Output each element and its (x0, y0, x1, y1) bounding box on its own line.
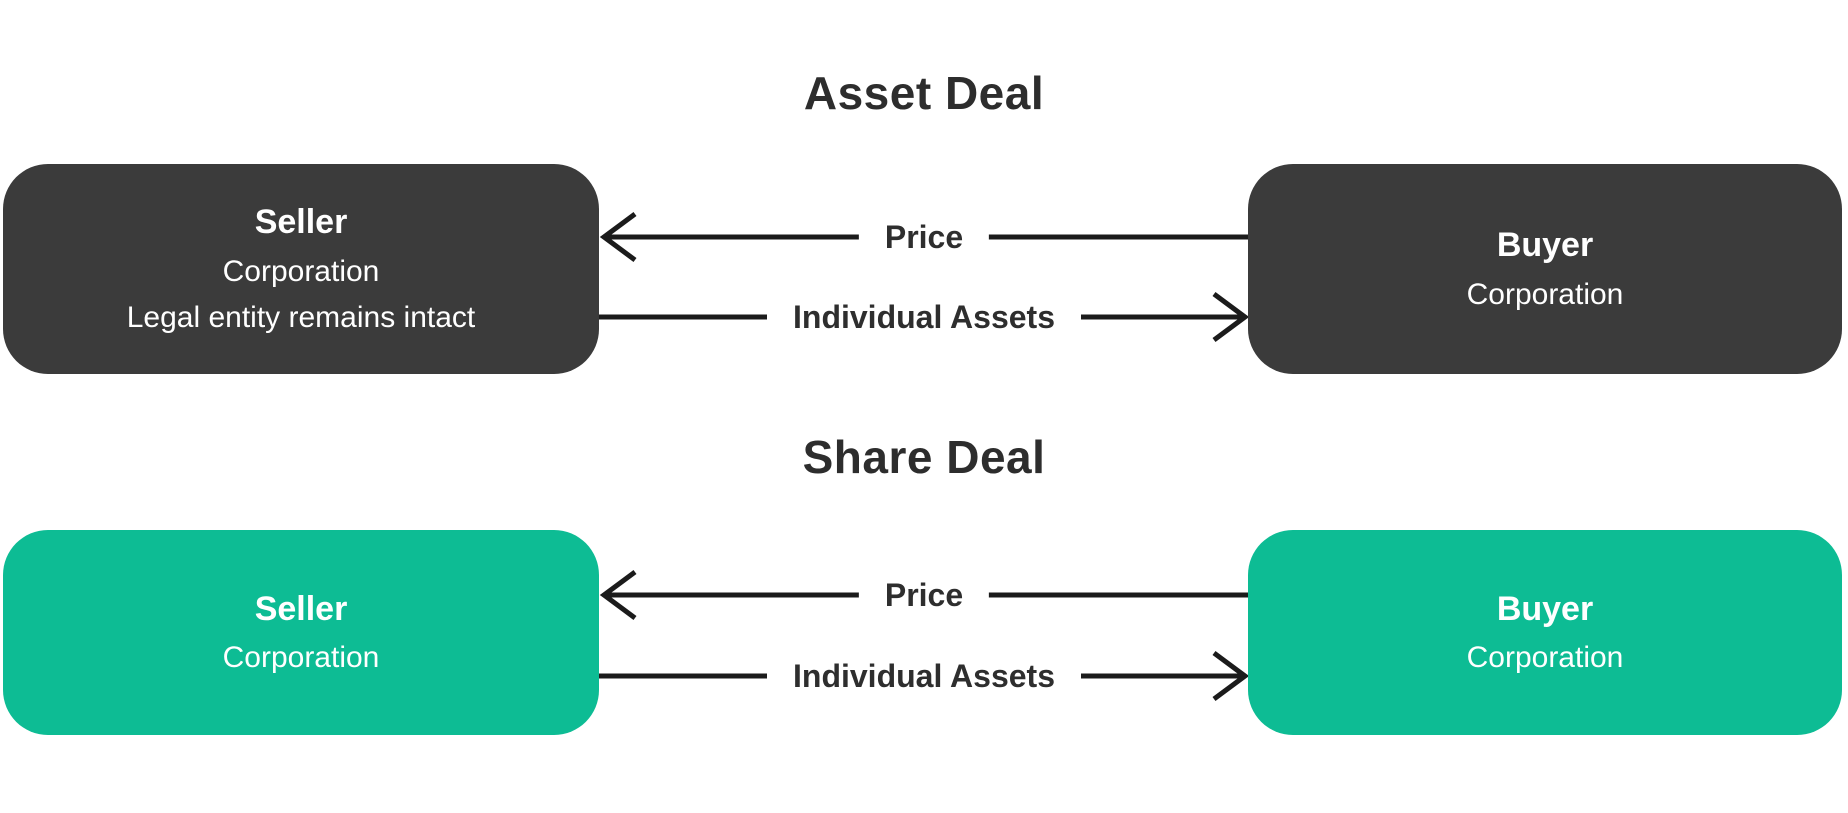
seller-subtitle: Corporation (222, 254, 380, 288)
seller-name: Seller (254, 203, 348, 242)
buyer-subtitle: Corporation (1466, 277, 1624, 311)
buyer-name: Buyer (1496, 589, 1594, 628)
seller-note: Legal entity remains intact (126, 300, 476, 334)
asset-individual-assets-label: Individual Assets (767, 297, 1081, 337)
share-deal-title: Share Deal (802, 431, 1046, 483)
buyer-name: Buyer (1496, 226, 1594, 265)
share-deal-buyer-node: Buyer Corporation (1248, 530, 1842, 735)
arrow-left-icon (599, 569, 637, 621)
asset-deal-buyer-node: Buyer Corporation (1248, 164, 1842, 374)
arrow-right-icon (1212, 650, 1250, 702)
seller-name: Seller (254, 589, 348, 628)
share-price-label: Price (858, 575, 990, 615)
asset-deal-title: Asset Deal (803, 67, 1045, 119)
seller-subtitle: Corporation (222, 641, 380, 675)
buyer-subtitle: Corporation (1466, 641, 1624, 675)
arrow-left-icon (599, 211, 637, 263)
share-individual-assets-label: Individual Assets (767, 656, 1081, 696)
arrow-right-icon (1212, 291, 1250, 343)
asset-price-label: Price (858, 217, 990, 257)
asset-deal-seller-node: Seller Corporation Legal entity remains … (3, 164, 599, 374)
share-deal-seller-node: Seller Corporation (3, 530, 599, 735)
